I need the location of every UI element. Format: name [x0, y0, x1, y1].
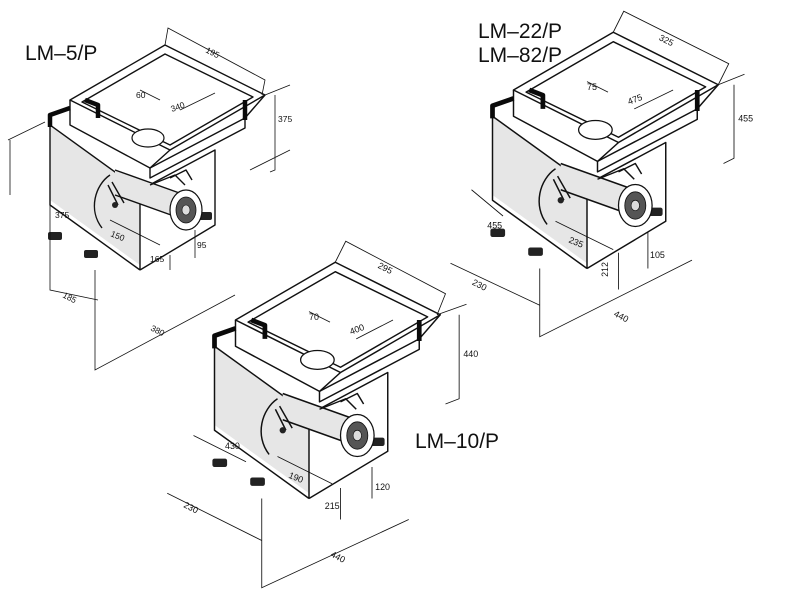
lm10-drawing: 295 70 400 440 430 190 120 215 230 440 [167, 240, 478, 589]
lm22-dim-plate-height: 105 [650, 250, 665, 260]
lm5-title: LM–5/P [25, 42, 97, 65]
lm22-title: LM–22/P [478, 20, 562, 43]
lm22-dim-width-top: 325 [657, 32, 675, 48]
lm22-dim-plate-base: 212 [600, 262, 610, 277]
lm10-dim-base: 440 [329, 549, 347, 565]
lm5-dim-hopper: 60 [136, 90, 146, 100]
lm22-dim-base: 440 [612, 309, 630, 325]
lm5-dim-front: 185 [61, 290, 78, 305]
lm22-dim-depth: 475 [626, 92, 643, 106]
lm10-dim-plate-height: 120 [375, 482, 390, 492]
lm5-drawing: 195 60 340 375 375 150 95 165 185 380 [7, 27, 292, 371]
lm10-dim-left: 430 [225, 441, 240, 451]
lm22-dim-left: 455 [487, 221, 502, 231]
lm5-dim-left: 375 [55, 210, 69, 220]
lm82-title: LM–82/P [478, 44, 562, 67]
lm10-dim-front: 230 [182, 500, 200, 516]
lm22-dim-height: 455 [738, 114, 753, 124]
lm10-dim-height: 440 [463, 349, 478, 359]
lm5-dim-height: 375 [278, 114, 292, 124]
lm10-title: LM–10/P [415, 430, 499, 453]
lm10-dim-width-top: 295 [376, 260, 394, 276]
lm10-dim-plate-base: 215 [325, 501, 340, 511]
lm22-dim-hopper: 75 [587, 82, 597, 92]
lm5-dim-plate-height: 95 [197, 240, 207, 250]
lm5-dim-plate-base: 165 [150, 254, 164, 264]
lm5-dim-width-top: 195 [204, 45, 221, 60]
lm5-dim-base: 380 [149, 323, 166, 338]
lm10-dim-depth: 400 [348, 322, 365, 336]
lm5-dim-depth: 340 [169, 100, 186, 114]
lm10-dim-hopper: 70 [309, 312, 319, 322]
